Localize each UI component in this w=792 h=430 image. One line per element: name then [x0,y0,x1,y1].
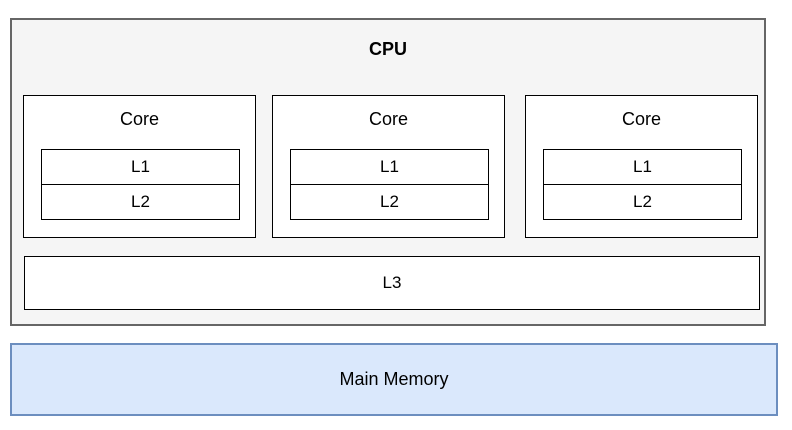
l2-cache: L2 [41,184,240,220]
l1-cache: L1 [41,149,240,185]
l1-cache: L1 [290,149,489,185]
main-memory-box: Main Memory [10,343,778,416]
core-label: Core [368,109,408,129]
core-2: Core L1 L2 [272,95,505,238]
l3-cache: L3 [24,256,760,310]
core-1: Core L1 L2 [23,95,256,238]
core-3: Core L1 L2 [525,95,758,238]
cpu-title: CPU [368,39,407,59]
l2-cache: L2 [290,184,489,220]
l1-cache: L1 [543,149,742,185]
core-label: Core [621,109,661,129]
l2-cache: L2 [543,184,742,220]
core-label: Core [119,109,159,129]
cpu-box: CPU Core L1 L2 Core L1 L2 Core L1 L2 L3 [10,18,766,326]
